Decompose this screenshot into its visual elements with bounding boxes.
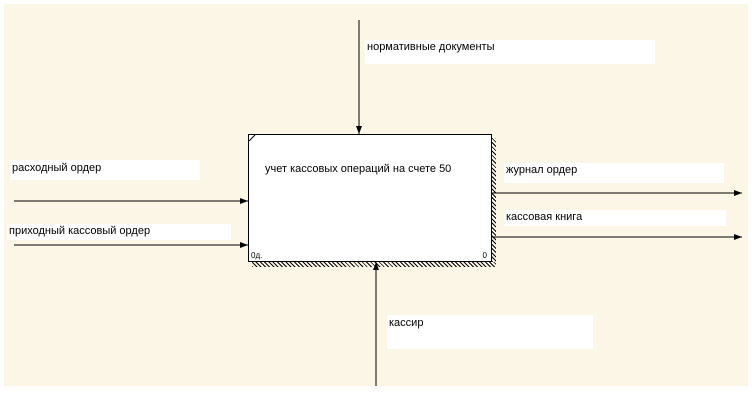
label-journal-order: журнал ордер [504, 163, 724, 183]
label-normative-docs: нормативные документы [365, 40, 655, 64]
activity-box[interactable]: учет кассовых операций на счете 50 0д. 0 [248, 134, 492, 262]
activity-box-shadow-right [492, 138, 496, 262]
activity-number: 0 [482, 251, 487, 260]
activity-box-shadow-bottom [252, 262, 496, 267]
activity-corner-mark [248, 134, 256, 142]
label-cash-book: кассовая книга [504, 210, 726, 226]
label-cashier: кассир [387, 315, 593, 349]
activity-title: учет кассовых операций на счете 50 [263, 163, 473, 243]
activity-cost-label: 0д. [251, 251, 263, 260]
label-expense-order: расходный ордер [10, 160, 200, 180]
label-cash-receipt-order: приходный кассовый ордер [7, 224, 231, 240]
